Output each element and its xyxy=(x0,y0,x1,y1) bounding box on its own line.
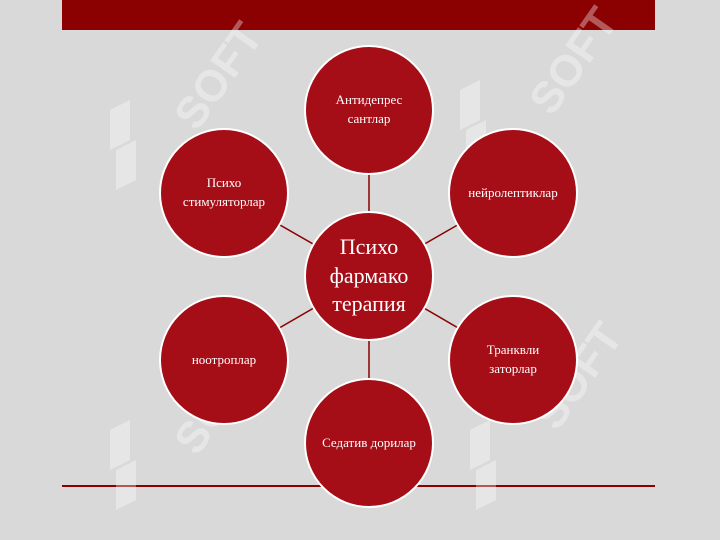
node-sedatives: Седатив дорилар xyxy=(304,378,434,508)
node-label: ноотроплар xyxy=(191,351,257,367)
node-label: Антидепрес сантлар xyxy=(335,92,403,126)
node-label: Психо стимуляторлар xyxy=(182,175,266,209)
top-title-band xyxy=(62,0,655,30)
node-tranquilizers: Транквли заторлар xyxy=(448,295,578,425)
center-node: Психо фармако терапия xyxy=(304,211,434,341)
node-psychostimulants: Психо стимуляторлар xyxy=(159,128,289,258)
node-neuroleptics: нейролептиклар xyxy=(448,128,578,258)
node-label: Транквли заторлар xyxy=(486,342,540,376)
node-antidepressants: Антидепрес сантлар xyxy=(304,45,434,175)
node-nootropics: ноотроплар xyxy=(159,295,289,425)
node-label: нейролептиклар xyxy=(468,184,558,200)
node-label: Седатив дорилар xyxy=(322,434,416,450)
center-label: Психо фармако терапия xyxy=(329,234,409,317)
